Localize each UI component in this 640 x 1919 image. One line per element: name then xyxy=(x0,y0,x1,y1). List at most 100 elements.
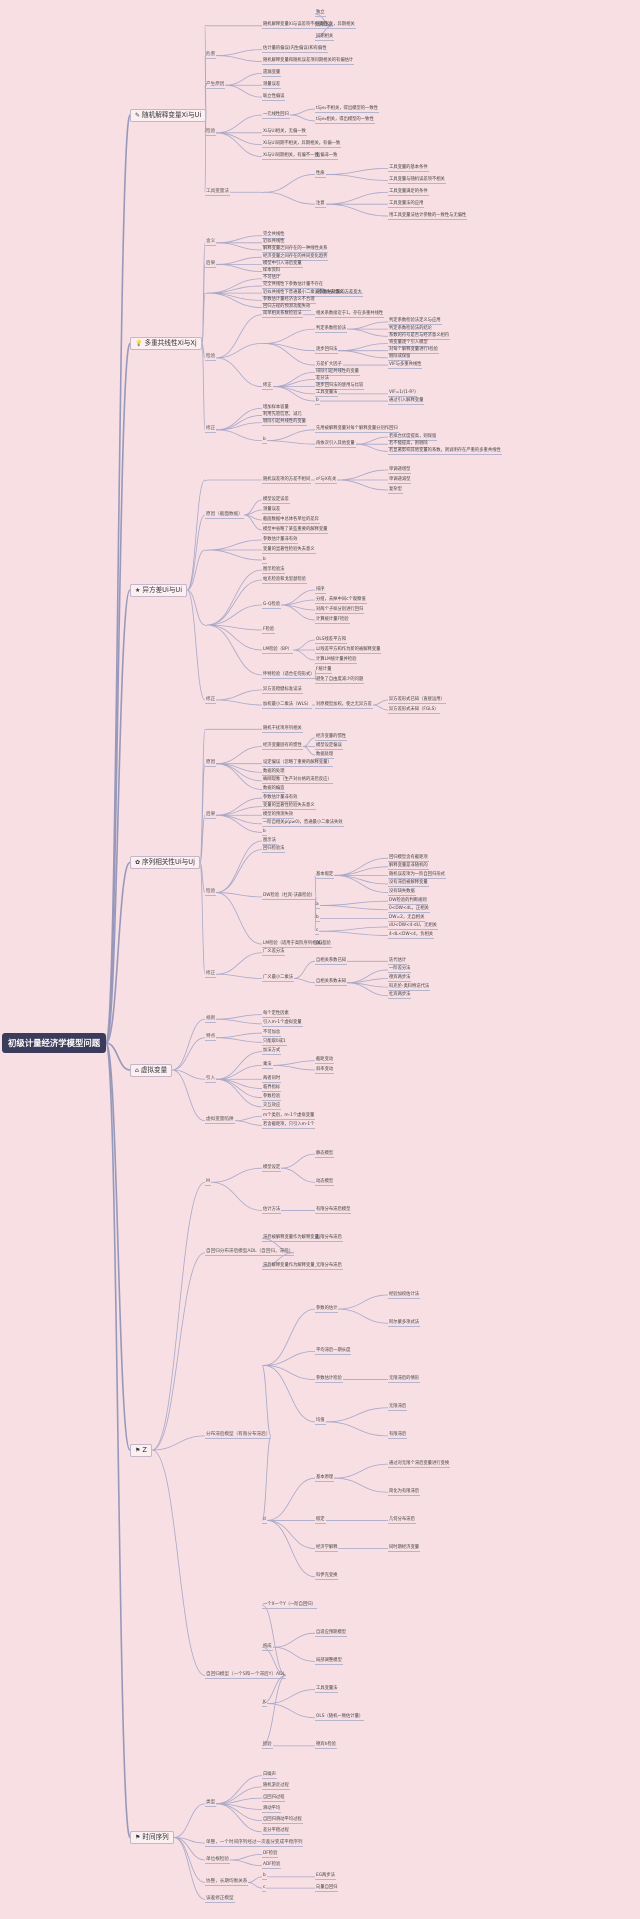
branch-node[interactable]: ✎随机解释变量Xi与Ui xyxy=(130,108,207,122)
topic-node[interactable]: 自回归过程 xyxy=(262,1795,286,1802)
topic-node[interactable]: 杜宾两步法 xyxy=(388,992,412,1000)
topic-node[interactable]: 原因（截面数据） xyxy=(205,512,244,519)
topic-node[interactable]: 对两个子样分别进行回归 xyxy=(315,607,365,614)
topic-node[interactable]: 经济变量的惯性 xyxy=(315,734,348,742)
topic-node[interactable]: 静态模型 xyxy=(315,1151,335,1158)
topic-node[interactable]: 自回归模型（一个S和一个滞后Y）ADL xyxy=(205,1672,287,1679)
topic-node[interactable] xyxy=(205,479,207,481)
topic-node[interactable]: DW检验的判断规则 xyxy=(388,898,428,905)
topic-node[interactable]: 科伊克变换 xyxy=(315,1573,339,1581)
topic-node[interactable]: 怀特检验（适合任何形式） xyxy=(262,672,316,679)
topic-node[interactable]: 测量误差 xyxy=(262,507,282,514)
topic-node[interactable] xyxy=(205,549,207,551)
topic-node[interactable]: 随机解释变量Xi与误差项不相关的(i) xyxy=(262,22,333,30)
topic-node[interactable]: 利用先验信息，减元 xyxy=(262,412,303,419)
topic-node[interactable]: F统计量 xyxy=(315,667,333,674)
topic-node[interactable]: 广义差分法 xyxy=(262,949,286,957)
topic-node[interactable]: 模型设定偏误 xyxy=(315,743,343,750)
topic-node[interactable]: 参数估计检验 xyxy=(315,1376,343,1384)
topic-node[interactable]: 白噪声 xyxy=(262,1772,277,1780)
topic-node[interactable]: 测量误差 xyxy=(262,82,282,89)
topic-node[interactable]: 解释变量是非随机的 xyxy=(388,863,429,871)
topic-node[interactable]: 回归检验法 xyxy=(262,846,286,854)
topic-node[interactable]: c xyxy=(315,928,320,935)
topic-node[interactable]: 复杂型 xyxy=(388,487,403,494)
topic-node[interactable]: 有限分布滞后 xyxy=(315,1235,343,1243)
topic-node[interactable]: b xyxy=(262,557,267,564)
topic-node[interactable]: LM检验（BP） xyxy=(262,647,293,654)
topic-node[interactable]: 引入m-1个虚拟变量 xyxy=(262,1020,303,1028)
topic-node[interactable]: 加法方式 xyxy=(262,1048,282,1056)
topic-node[interactable]: 模型设定 xyxy=(262,1165,282,1172)
topic-node[interactable]: EG两步法 xyxy=(315,1873,336,1881)
topic-node[interactable]: 德宾两步法 xyxy=(388,975,412,983)
topic-node[interactable]: 经验加权估计法 xyxy=(388,1292,421,1299)
topic-node[interactable]: 假定 xyxy=(315,1517,326,1524)
topic-node[interactable]: 参数估计量经济含义不合理 xyxy=(262,297,316,304)
topic-node[interactable]: 工具变量满足的条件 xyxy=(388,189,429,196)
topic-node[interactable] xyxy=(205,292,207,294)
topic-node[interactable]: VIF=1/(1-R²) xyxy=(388,390,417,398)
topic-node[interactable]: 以残差平方和作为新的被解释变量 xyxy=(315,647,382,654)
topic-node[interactable]: OLS（随机一致估计量） xyxy=(315,1714,365,1722)
topic-node[interactable]: t与e₁相关，得出模型的一致性 xyxy=(315,117,375,125)
topic-node[interactable]: m个类别，m-1个虚拟变量 xyxy=(262,1113,316,1120)
topic-node[interactable]: 数据处理 xyxy=(315,752,335,759)
topic-node[interactable]: 剔除或保留 xyxy=(388,354,412,362)
topic-node[interactable]: 估计方法 xyxy=(262,1207,282,1214)
topic-node[interactable]: 德宾h检验 xyxy=(315,1742,337,1750)
topic-node[interactable]: 先用被解释变量对每个解释变量分别作回归 xyxy=(315,426,399,434)
topic-node[interactable]: b xyxy=(315,915,320,922)
branch-node[interactable]: ✿序列相关性Ui与Uj xyxy=(130,856,200,869)
topic-node[interactable]: 通过引入解释变量 xyxy=(388,398,425,405)
topic-node[interactable]: 虚拟变量陷阱 xyxy=(205,1117,235,1125)
topic-node[interactable]: 单整，一个时间序列经过一次差分变成平稳序列 xyxy=(205,1840,304,1847)
topic-node[interactable]: 局部调整模型 xyxy=(315,1658,343,1665)
topic-node[interactable]: 完全共线性下参数估计量不存在 xyxy=(262,282,325,290)
topic-node[interactable]: M xyxy=(205,1179,211,1186)
topic-node[interactable]: 样本资料 xyxy=(262,268,282,276)
topic-node[interactable]: σ²与X有关 xyxy=(315,477,338,484)
topic-node[interactable]: 解释变量之间存在的一种线性关系 xyxy=(262,246,329,254)
topic-node[interactable]: 避免了自由度减少的问题 xyxy=(315,677,365,684)
topic-node[interactable]: c xyxy=(262,1885,267,1892)
topic-node[interactable]: d xyxy=(262,1517,267,1524)
topic-node[interactable]: 异方差稳健标准误法 xyxy=(262,687,303,694)
branch-node[interactable]: ⚑时间序列 xyxy=(130,1831,174,1844)
topic-node[interactable]: DW检验（杜宾-沃森检验） xyxy=(262,893,317,901)
topic-node[interactable]: 判定系数检验法 xyxy=(315,326,348,333)
topic-node[interactable]: 近似共线性下普通最小二乘法参数估计量的方差变大 xyxy=(262,290,363,297)
topic-node[interactable]: 若不能提高，则剔除 xyxy=(388,441,429,448)
topic-node[interactable]: 经济变量之间存在的共同变化趋势 xyxy=(262,254,329,261)
root-node[interactable]: 初级计量经济学模型问题 xyxy=(2,1033,107,1053)
topic-node[interactable]: ADF检验 xyxy=(262,1862,282,1870)
topic-node[interactable]: 联立性偏误 xyxy=(262,94,286,101)
topic-node[interactable]: 模型设定误差 xyxy=(262,497,290,504)
topic-node[interactable]: 引入 xyxy=(205,1076,217,1083)
topic-node[interactable]: 每个定性因素 xyxy=(262,1011,290,1019)
topic-node[interactable]: 随机干扰项序列相关 xyxy=(262,726,303,733)
topic-node[interactable]: 回归模型含有截距项 xyxy=(388,855,429,862)
branch-node[interactable]: ⚑Z xyxy=(130,1443,152,1457)
topic-node[interactable]: 科克伦-奥科特迭代法 xyxy=(388,984,431,991)
topic-node[interactable]: 数据的处理 xyxy=(262,769,286,776)
topic-node[interactable]: 同时期经济变量 xyxy=(388,1545,421,1553)
topic-node[interactable]: 遗漏变量 xyxy=(262,70,282,77)
topic-node[interactable]: 阿尔蒙多项式法 xyxy=(388,1320,421,1327)
topic-node[interactable]: 同期无关，异期相关 xyxy=(315,22,356,30)
topic-node[interactable]: t与e₁不相关，得出模型的一致性 xyxy=(315,106,379,113)
topic-node[interactable]: 完全共线性 xyxy=(262,232,286,240)
topic-node[interactable]: 误差修正模型 xyxy=(205,1896,235,1903)
topic-node[interactable]: 逐步回归法 xyxy=(315,347,339,355)
topic-node[interactable]: 随机误差项为一阶自回归形式 xyxy=(388,872,446,879)
topic-node[interactable]: LM检验（适用于高阶序列相关） xyxy=(262,941,326,948)
topic-node[interactable]: 检验 xyxy=(205,889,217,897)
topic-node[interactable]: 无限分布滞后 xyxy=(315,1263,343,1271)
topic-node[interactable]: 设定偏误（忽略了重要的解释变量） xyxy=(262,760,333,768)
topic-node[interactable]: 没有缺失数据 xyxy=(388,889,416,897)
topic-node[interactable]: 基本假定 xyxy=(315,872,335,879)
topic-node[interactable]: 有限分布滞后模型 xyxy=(315,1207,352,1214)
topic-node[interactable]: 参数检验 xyxy=(262,1094,282,1102)
topic-node[interactable]: 注意 xyxy=(315,201,326,208)
topic-node[interactable]: 逐步回归法的使用与比较 xyxy=(315,383,365,391)
